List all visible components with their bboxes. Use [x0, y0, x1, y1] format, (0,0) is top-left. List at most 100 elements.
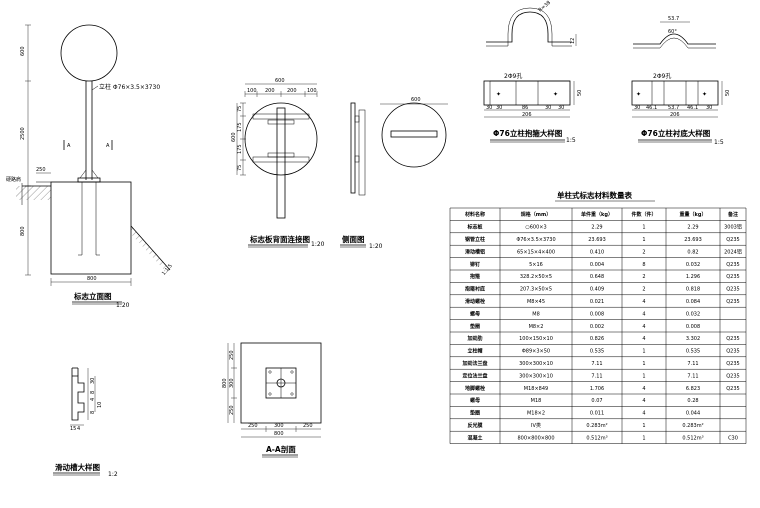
- table-cell: 螺母: [470, 310, 480, 317]
- svg-text:60°: 60°: [668, 29, 677, 35]
- section-aa: 800 250 300 250 250 300 250 800 A-A剖面: [222, 342, 322, 458]
- table-header-cell: 单件重（kg）: [581, 211, 613, 218]
- table-cell: 1: [642, 361, 645, 367]
- table-cell: 定位法兰盘: [461, 372, 487, 379]
- table-cell: 0.002: [590, 324, 604, 330]
- svg-text:175: 175: [237, 144, 243, 154]
- hoop-plate: [483, 80, 571, 106]
- liner-detail: 53.7 60° 2Φ9孔 ✦ ✦ 50 30 46.1 53.7 46.1 3…: [631, 16, 731, 146]
- table-header-cell: 件数（件）: [631, 211, 656, 218]
- table-cell: 2024铝: [724, 248, 742, 255]
- table-cell: C30: [728, 435, 738, 441]
- table-cell: M18×849: [524, 386, 548, 392]
- svg-text:46.1: 46.1: [687, 105, 698, 111]
- slide-channel-detail: 15 4 30 8 4 10 8 滑动槽大样图 1:2: [53, 367, 118, 478]
- front-sign-bar: [390, 130, 438, 138]
- svg-text:250: 250: [36, 167, 46, 173]
- table-cell: Q235: [726, 386, 739, 392]
- table-cell: Q235: [726, 299, 739, 305]
- table-cell: 2.29: [687, 225, 698, 231]
- table-cell: 加劲法兰盘: [461, 360, 487, 367]
- table-cell: 0.283m²: [682, 423, 703, 429]
- post-spec-label: 立柱 Φ76×3.5×3730: [99, 83, 160, 91]
- table-cell: 1.296: [686, 274, 700, 280]
- table-grid: [449, 207, 747, 444]
- svg-text:30: 30: [90, 378, 96, 384]
- svg-text:10: 10: [97, 402, 103, 408]
- svg-text:206: 206: [670, 112, 680, 118]
- table-cell: M18: [531, 398, 542, 404]
- table-header-cell: 备注: [727, 211, 738, 218]
- front-sign-view: 600: [380, 97, 448, 168]
- section-mark-a-left: A: [67, 143, 71, 149]
- table-cell: 800×800×800: [517, 435, 554, 441]
- table-cell: 300×300×10: [519, 361, 553, 367]
- side-view-scale: 1:20: [369, 243, 383, 250]
- svg-text:175: 175: [237, 122, 243, 132]
- table-cell: 抱箍衬底: [464, 286, 485, 293]
- table-cell: 4: [642, 324, 645, 330]
- table-cell: Q235: [726, 349, 739, 355]
- table-cell: 2: [642, 249, 645, 255]
- table-cell: 0.82: [687, 249, 698, 255]
- table-cell: 0.07: [591, 398, 602, 404]
- svg-text:8: 8: [90, 411, 96, 414]
- table-cell: 4: [642, 299, 645, 305]
- svg-text:30: 30: [545, 105, 551, 111]
- side-sign-plate: [350, 102, 356, 194]
- table-cell: 0.535: [590, 349, 604, 355]
- svg-text:100: 100: [307, 88, 317, 94]
- liner-holes-label: 2Φ9孔: [653, 72, 671, 80]
- svg-text:600: 600: [411, 97, 421, 103]
- liner-plate: [631, 80, 719, 106]
- svg-text:800: 800: [87, 276, 97, 282]
- table-cell: 0.409: [590, 287, 604, 293]
- table-cell: 钢管立柱: [465, 236, 485, 243]
- svg-text:30: 30: [558, 105, 564, 111]
- table-header-cell: 重量（kg）: [680, 211, 707, 218]
- table-cell: 反光膜: [467, 422, 482, 429]
- flange-plate: [77, 177, 101, 183]
- svg-text:30: 30: [706, 105, 712, 111]
- sign-board-circle: [60, 24, 118, 82]
- table-cell: 滑动螺栓: [465, 298, 485, 305]
- svg-text:8: 8: [90, 391, 96, 394]
- slide-rail-top: [252, 113, 310, 120]
- section-mark-a-right: A: [106, 143, 110, 149]
- svg-text:53.7: 53.7: [668, 105, 679, 111]
- hard-shoulder-label: 硬路肩: [6, 176, 21, 183]
- svg-text:30: 30: [496, 105, 502, 111]
- table-cell: 65×15×4×400: [517, 249, 555, 255]
- table-cell: 0.032: [686, 262, 700, 268]
- ground-hatch: [16, 186, 51, 200]
- svg-text:250: 250: [229, 405, 235, 415]
- table-cell: Q235: [726, 373, 739, 379]
- table-title: 单柱式标志材料数量表: [557, 190, 632, 200]
- svg-text:4: 4: [77, 426, 80, 432]
- hoop-title: Φ76立柱抱箍大样图: [493, 128, 563, 138]
- table-cell: 垫圈: [470, 323, 480, 330]
- table-cell: 螺母: [470, 397, 480, 404]
- svg-text:12: 12: [570, 38, 576, 44]
- table-cell: M8: [532, 311, 540, 317]
- table-header-cell: 材料名称: [465, 211, 485, 218]
- back-post: [276, 107, 286, 219]
- concrete-foundation: [50, 181, 132, 275]
- liner-profile: [633, 33, 716, 45]
- table-cell: 0.044: [686, 411, 700, 417]
- svg-text:86: 86: [522, 105, 528, 111]
- table-cell: 3.302: [686, 336, 700, 342]
- table-cell: 100×150×10: [519, 336, 553, 342]
- table-cell: 0.084: [686, 299, 700, 305]
- table-cell: 4: [642, 386, 645, 392]
- table-cell: 滑动槽铝: [465, 248, 485, 255]
- table-cell: ○600×3: [525, 225, 546, 231]
- table-cell: 7.11: [591, 373, 602, 379]
- material-table: 单柱式标志材料数量表 材料名称 规格（mm） 单件重（kg） 件数（件） 重量（kg） 备…: [449, 190, 747, 444]
- table-cell: 1: [642, 423, 645, 429]
- back-view-title: 标志板背面连接图: [249, 234, 310, 244]
- svg-text:75: 75: [237, 106, 243, 112]
- table-header-cell: 规格（mm）: [521, 211, 551, 218]
- table-cell: 加劲肋: [466, 335, 482, 342]
- back-connection-view: 600 100 200 200 100 600 75 175 175 75 标志…: [231, 78, 325, 248]
